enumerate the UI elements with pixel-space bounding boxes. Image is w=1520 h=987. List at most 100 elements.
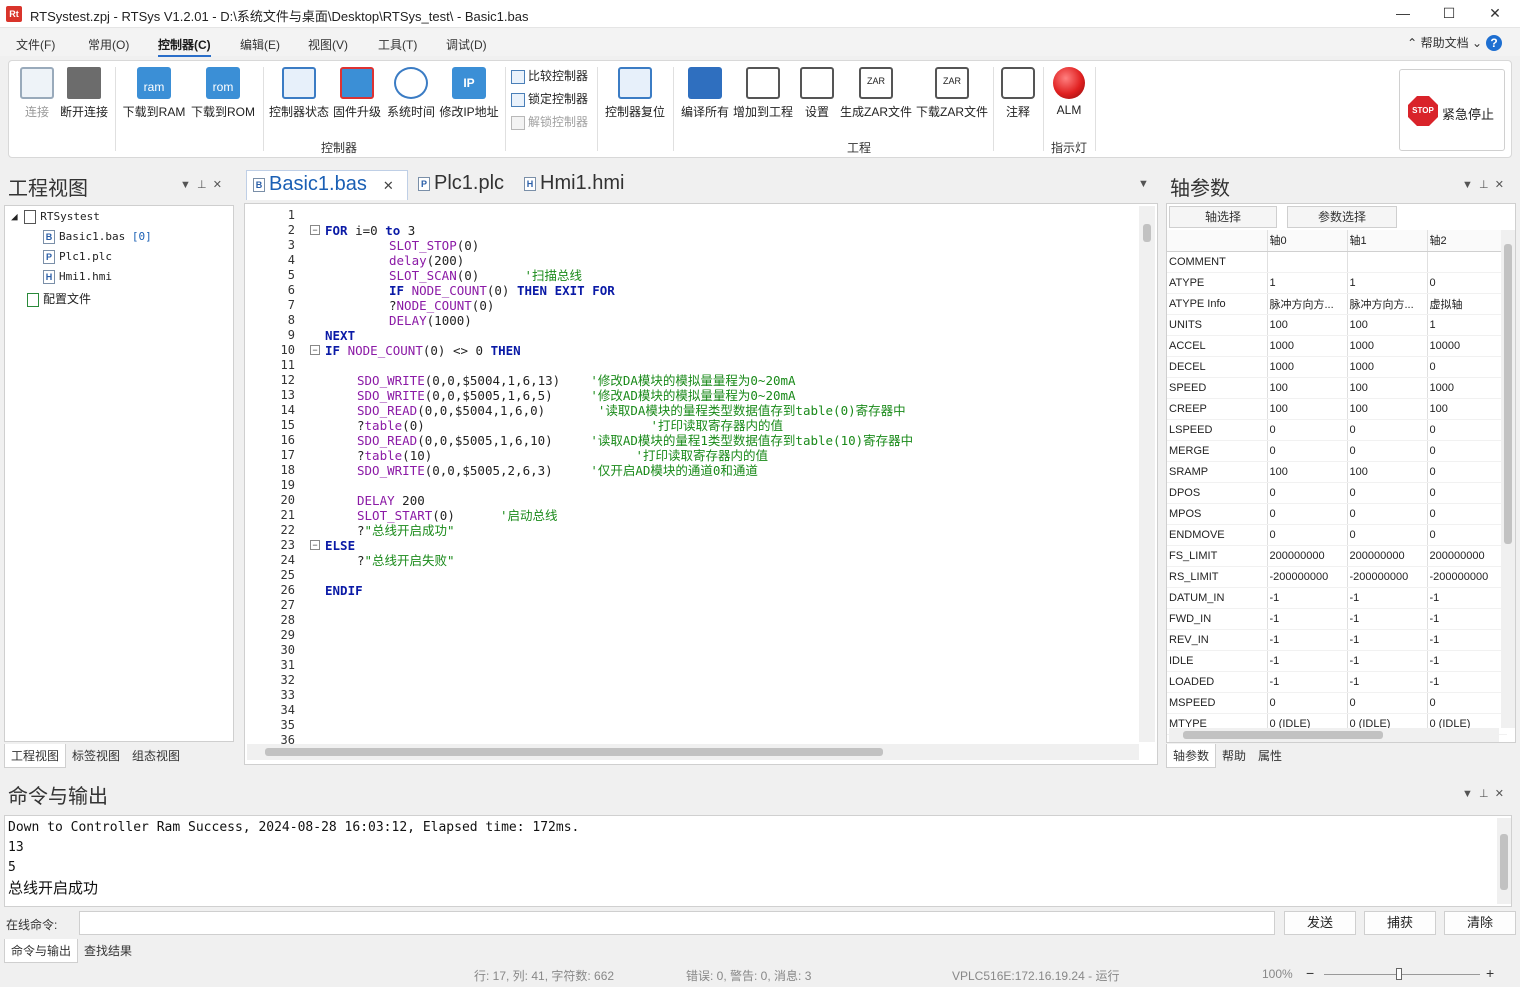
param-value-cell[interactable]: 虚拟轴 [1426, 293, 1507, 315]
download-rom-button[interactable]: rom 下载到ROM [189, 67, 257, 120]
annotate-button[interactable]: 注释 [999, 67, 1037, 120]
zoom-slider-thumb[interactable] [1396, 968, 1402, 980]
zoom-in-button[interactable]: + [1486, 965, 1495, 981]
output-scrollbar[interactable] [1497, 818, 1511, 904]
param-value-cell[interactable]: 1000 [1426, 377, 1507, 399]
param-value-cell[interactable]: 1000 [1266, 335, 1347, 357]
param-value-cell[interactable]: -1 [1346, 629, 1427, 651]
param-value-cell[interactable]: 0 [1346, 482, 1427, 504]
download-ram-button[interactable]: ram 下载到RAM [119, 67, 189, 120]
param-value-cell[interactable]: 0 [1346, 524, 1427, 546]
param-value-cell[interactable]: 100 [1346, 314, 1427, 336]
param-value-cell[interactable]: -1 [1346, 608, 1427, 630]
table-row[interactable]: DATUM_IN-1-1-1 [1167, 587, 1507, 609]
param-value-cell[interactable]: 100 [1266, 377, 1347, 399]
param-value-cell[interactable]: -200000000 [1266, 566, 1347, 588]
table-row[interactable]: COMMENT [1167, 251, 1507, 273]
param-value-cell[interactable]: 0 [1426, 692, 1507, 714]
controller-status-button[interactable]: 控制器状态 [267, 67, 331, 120]
capture-button[interactable]: 捕获 [1364, 911, 1436, 935]
param-value-cell[interactable]: 0 [1266, 419, 1347, 441]
param-value-cell[interactable]: -1 [1346, 587, 1427, 609]
tree-config[interactable]: 配置文件 [27, 290, 91, 307]
param-value-cell[interactable]: 200000000 [1426, 545, 1507, 567]
scroll-thumb[interactable] [1143, 224, 1151, 242]
help-doc-dropdown-icon[interactable]: ⌄ [1471, 36, 1482, 50]
param-value-cell[interactable]: 0 [1266, 692, 1347, 714]
param-value-cell[interactable]: 1000 [1346, 356, 1427, 378]
online-command-input[interactable] [79, 911, 1275, 935]
axis-params-controls[interactable]: ▼ ⊥ ✕ [1462, 179, 1504, 191]
tab-help[interactable]: 帮助 [1222, 749, 1247, 763]
param-value-cell[interactable]: 0 [1426, 503, 1507, 525]
scroll-thumb[interactable] [1183, 731, 1383, 739]
modify-ip-button[interactable]: IP 修改IP地址 [439, 67, 499, 120]
menu-debug[interactable]: 调试(D) [446, 38, 487, 52]
download-zar-button[interactable]: ZAR 下载ZAR文件 [915, 67, 989, 120]
menu-controller[interactable]: 控制器(C) [158, 36, 211, 57]
param-value-cell[interactable]: 200000000 [1346, 545, 1427, 567]
param-value-cell[interactable] [1426, 251, 1507, 273]
param-value-cell[interactable]: 脉冲方向方... [1266, 293, 1347, 315]
fold-toggle[interactable]: − [310, 345, 320, 355]
collapse-ribbon-icon[interactable]: ⌃ [1407, 36, 1418, 50]
close-window-button[interactable]: ✕ [1489, 5, 1501, 21]
param-value-cell[interactable]: 0 [1426, 419, 1507, 441]
tree-root[interactable]: ◢ RTSystest [11, 210, 100, 224]
param-value-cell[interactable]: 1 [1346, 272, 1427, 294]
menu-common[interactable]: 常用(O) [88, 38, 130, 52]
output-console[interactable]: Down to Controller Ram Success, 2024-08-… [4, 815, 1512, 907]
param-value-cell[interactable]: 1000 [1346, 335, 1427, 357]
scroll-thumb[interactable] [1504, 244, 1512, 544]
unlock-controller-button[interactable]: 解锁控制器 [511, 113, 588, 130]
param-value-cell[interactable]: 1 [1426, 314, 1507, 336]
tab-find-results[interactable]: 查找结果 [84, 944, 133, 958]
param-value-cell[interactable]: 0 [1266, 503, 1347, 525]
param-value-cell[interactable]: 100 [1426, 398, 1507, 420]
param-value-cell[interactable]: 0 [1426, 482, 1507, 504]
param-value-cell[interactable]: -1 [1426, 608, 1507, 630]
tab-properties[interactable]: 属性 [1258, 749, 1283, 763]
param-value-cell[interactable]: -1 [1266, 650, 1347, 672]
param-value-cell[interactable]: 脉冲方向方... [1346, 293, 1427, 315]
add-to-project-button[interactable]: 增加到工程 [731, 67, 795, 120]
connect-button[interactable]: 连接 [15, 67, 59, 120]
tab-tag-view[interactable]: 标签视图 [72, 749, 121, 763]
param-value-cell[interactable]: -1 [1266, 629, 1347, 651]
param-value-cell[interactable]: -200000000 [1346, 566, 1427, 588]
params-horizontal-scrollbar[interactable] [1169, 728, 1499, 742]
param-value-cell[interactable]: 100 [1346, 398, 1427, 420]
param-value-cell[interactable]: -1 [1266, 608, 1347, 630]
menu-tools[interactable]: 工具(T) [378, 38, 418, 52]
menu-edit[interactable]: 编辑(E) [240, 38, 280, 52]
param-value-cell[interactable]: -1 [1426, 629, 1507, 651]
controller-reset-button[interactable]: 控制器复位 [603, 67, 667, 120]
param-value-cell[interactable]: 0 [1266, 524, 1347, 546]
param-value-cell[interactable]: 0 [1426, 356, 1507, 378]
param-value-cell[interactable]: 200000000 [1266, 545, 1347, 567]
tab-axis-params[interactable]: 轴参数 [1166, 744, 1217, 768]
param-value-cell[interactable]: 0 [1426, 524, 1507, 546]
table-row[interactable]: IDLE-1-1-1 [1167, 650, 1507, 672]
minimize-button[interactable]: — [1396, 5, 1410, 21]
param-value-cell[interactable]: -1 [1266, 671, 1347, 693]
param-value-cell[interactable]: 100 [1266, 398, 1347, 420]
lock-controller-button[interactable]: 锁定控制器 [511, 90, 588, 107]
param-value-cell[interactable]: -1 [1426, 650, 1507, 672]
param-value-cell[interactable]: -1 [1426, 587, 1507, 609]
system-time-button[interactable]: 系统时间 [383, 67, 439, 120]
params-vertical-scrollbar[interactable] [1501, 230, 1515, 728]
zoom-slider[interactable] [1324, 968, 1480, 980]
